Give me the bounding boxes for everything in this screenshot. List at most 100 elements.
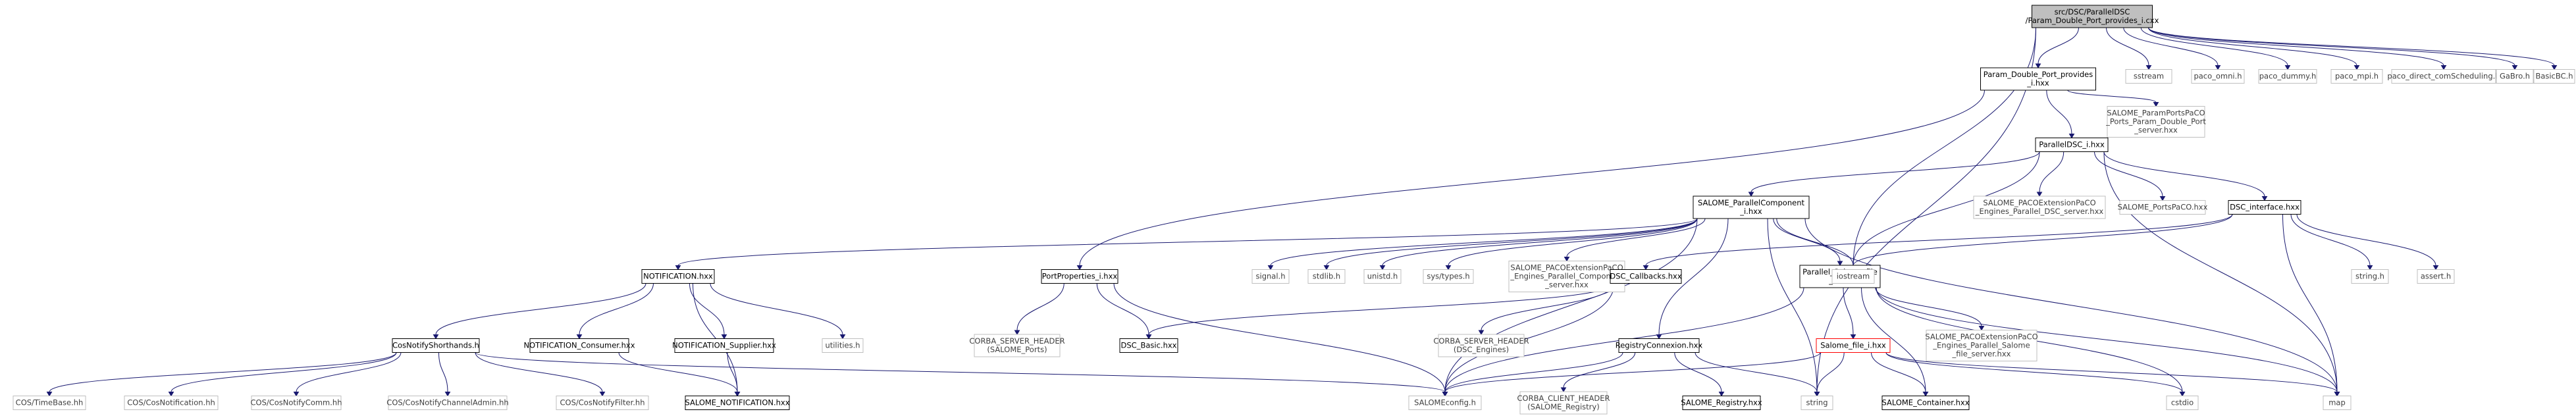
node-salome-container[interactable]: SALOME_Container.hxx: [1881, 396, 1970, 410]
edge-salome-parallelcomponent-to-salomeconfig: [1442, 218, 1698, 397]
node-utilities: utilities.h: [822, 338, 864, 353]
edge-line: [2148, 27, 2515, 66]
edge-root-to-sstream: [2106, 27, 2152, 70]
node-label-line: NOTIFICATION.hxx: [643, 272, 713, 281]
node-label-line: SALOME_Container.hxx: [1881, 398, 1969, 407]
edge-line: [677, 218, 1698, 266]
edge-line: [1270, 218, 1698, 266]
edge-line: [171, 352, 397, 392]
arrowhead-icon: [1267, 265, 1274, 271]
arrowhead-icon: [2334, 392, 2340, 397]
edge-line: [438, 352, 448, 392]
node-salome-file-i[interactable]: Salome_file_i.hxx: [1816, 338, 1891, 353]
edge-paralleldsc-i-to-map: [2103, 151, 2340, 397]
node-salome-parallelcomponent[interactable]: SALOME_ParallelComponent_i.hxx: [1693, 195, 1810, 219]
node-registryconnexion[interactable]: RegistryConnexion.hxx: [1616, 338, 1703, 353]
node-cosnotifyfilter: COS/CosNotifyFilter.hh: [556, 396, 649, 410]
node-iostream: iostream: [1831, 269, 1875, 284]
node-label-line: BasicBC.h: [2535, 72, 2573, 81]
node-box: [1508, 261, 1625, 292]
node-notification-supplier[interactable]: NOTIFICATION_Supplier.hxx: [672, 338, 776, 353]
arrowhead-icon: [1656, 334, 1662, 340]
edge-notification-hxx-to-cosnotifyshorthands: [433, 283, 646, 340]
node-box: [1408, 396, 1482, 410]
node-label-line: NOTIFICATION_Supplier.hxx: [672, 341, 776, 350]
node-unistd: unistd.h: [1363, 269, 1402, 284]
node-root[interactable]: src/DSC/ParallelDSC/Param_Double_Port_pr…: [2026, 5, 2159, 28]
edge-line: [710, 283, 843, 335]
node-label-line: paco_direct_comScheduling.h: [2387, 72, 2500, 81]
node-box: [1693, 195, 1810, 219]
edge-salome-parallelcomponent-to-notification-hxx: [675, 218, 1698, 271]
node-box: [2119, 200, 2206, 215]
node-box: [556, 396, 649, 410]
edge-line: [1444, 352, 1821, 392]
node-label-line: _i.hxx: [2026, 78, 2049, 88]
edge-line: [1767, 218, 1818, 392]
edge-line: [1444, 352, 1623, 392]
node-corba-server-engines: CORBA_SERVER_HEADER(DSC_Engines): [1433, 334, 1529, 357]
node-portproperties[interactable]: PortProperties_i.hxx: [1041, 269, 1118, 284]
edge-cosnotifyshorthands-to-cosnotifyfilter: [475, 352, 606, 397]
edge-dsc-interface-to-iostream: [1850, 214, 2233, 271]
node-label-line: string: [1806, 398, 1827, 407]
edge-param-provides-hxx-to-paralleldsc-i: [2046, 90, 2075, 139]
node-box: [529, 338, 629, 353]
node-label-line: COS/CosNotifyFilter.hh: [560, 398, 645, 407]
node-cosnotification: COS/CosNotification.hh: [124, 396, 219, 410]
edge-salome-parallelcomponent-to-string: [1767, 218, 1820, 397]
node-paralleldsc-i[interactable]: ParallelDSC_i.hxx: [2035, 138, 2109, 152]
edge-root-to-paco-omni: [2123, 27, 2221, 70]
node-notification-hxx[interactable]: NOTIFICATION.hxx: [641, 269, 715, 284]
node-salome-registry[interactable]: SALOME_Registry.hxx: [1681, 396, 1762, 410]
node-label-line: COS/CosNotifyChannelAdmin.hh: [386, 398, 508, 407]
edge-root-to-param-provides-hxx: [2035, 27, 2079, 68]
arrowhead-icon: [2284, 65, 2291, 70]
node-paco-direct: paco_direct_comScheduling.h: [2387, 69, 2500, 84]
edge-salome-file-i-to-map: [1885, 352, 2340, 397]
node-dsc-basic[interactable]: DSC_Basic.hxx: [1119, 338, 1178, 353]
arrowhead-icon: [2353, 65, 2360, 70]
arrowhead-icon: [1145, 334, 1152, 340]
edge-salome-file-i-to-cstdio: [1885, 352, 2186, 397]
node-costimebase: COS/TimeBase.hh: [13, 396, 86, 410]
edge-salome-parallelcomponent-to-unistd: [1379, 218, 1698, 271]
node-label-line: NOTIFICATION_Consumer.hxx: [523, 341, 635, 350]
edge-registryconnexion-to-corba-client-registry: [1560, 352, 1636, 392]
arrowhead-icon: [1560, 387, 1567, 392]
arrowhead-icon: [1379, 265, 1386, 271]
edge-cosnotifyshorthands-to-costimebase: [46, 352, 397, 397]
node-notification-consumer[interactable]: NOTIFICATION_Consumer.hxx: [523, 338, 635, 353]
edge-salome-parallelcomponent-to-paco-ext-component-server: [1564, 218, 1706, 262]
node-cosnotifyshorthands[interactable]: CosNotifyShorthands.h: [392, 338, 480, 353]
node-string-h: string.h: [2351, 269, 2389, 284]
node-label-line: Param_Double_Port_provides: [1984, 70, 2093, 79]
arrowhead-icon: [2261, 196, 2268, 201]
node-box: [1801, 396, 1833, 410]
node-label-line: COS/CosNotification.hh: [127, 398, 215, 407]
edge-line: [1885, 352, 2183, 392]
node-label-line: SALOMEconfig.h: [1414, 398, 1476, 407]
node-param-provides-hxx[interactable]: Param_Double_Port_provides_i.hxx: [1980, 67, 2096, 91]
node-paco-ext-salome-file-server: SALOME_PACOExtensionPaCO_Engines_Paralle…: [1925, 330, 2038, 361]
arrowhead-icon: [2145, 65, 2152, 70]
node-salome-notification[interactable]: SALOME_NOTIFICATION.hxx: [685, 396, 790, 410]
node-string: string: [1801, 396, 1833, 410]
node-label-line: cstdio: [2171, 398, 2194, 407]
node-salomeconfig: SALOMEconfig.h: [1408, 396, 1482, 410]
node-label-line: GaBro.h: [2500, 72, 2530, 81]
node-dsc-callbacks[interactable]: DSC_Callbacks.hxx: [1610, 269, 1682, 284]
edge-notification-hxx-to-utilities: [710, 283, 846, 340]
edge-cosnotifyshorthands-to-salomeconfig: [475, 352, 1448, 397]
arrowhead-icon: [1445, 265, 1452, 271]
edge-line: [1113, 283, 1446, 392]
node-label-line: assert.h: [2421, 272, 2451, 281]
node-box: [2330, 69, 2383, 84]
node-label-line: PortProperties_i.hxx: [1042, 272, 1118, 281]
edge-line: [2140, 27, 2288, 66]
arrowhead-icon: [2179, 392, 2186, 397]
node-dsc-interface[interactable]: DSC_interface.hxx: [2228, 200, 2301, 215]
arrowhead-icon: [2215, 65, 2221, 70]
edge-paralleldsc-i-to-paco-ext-dsc-server: [2036, 151, 2064, 197]
edge-line: [2148, 27, 2357, 66]
